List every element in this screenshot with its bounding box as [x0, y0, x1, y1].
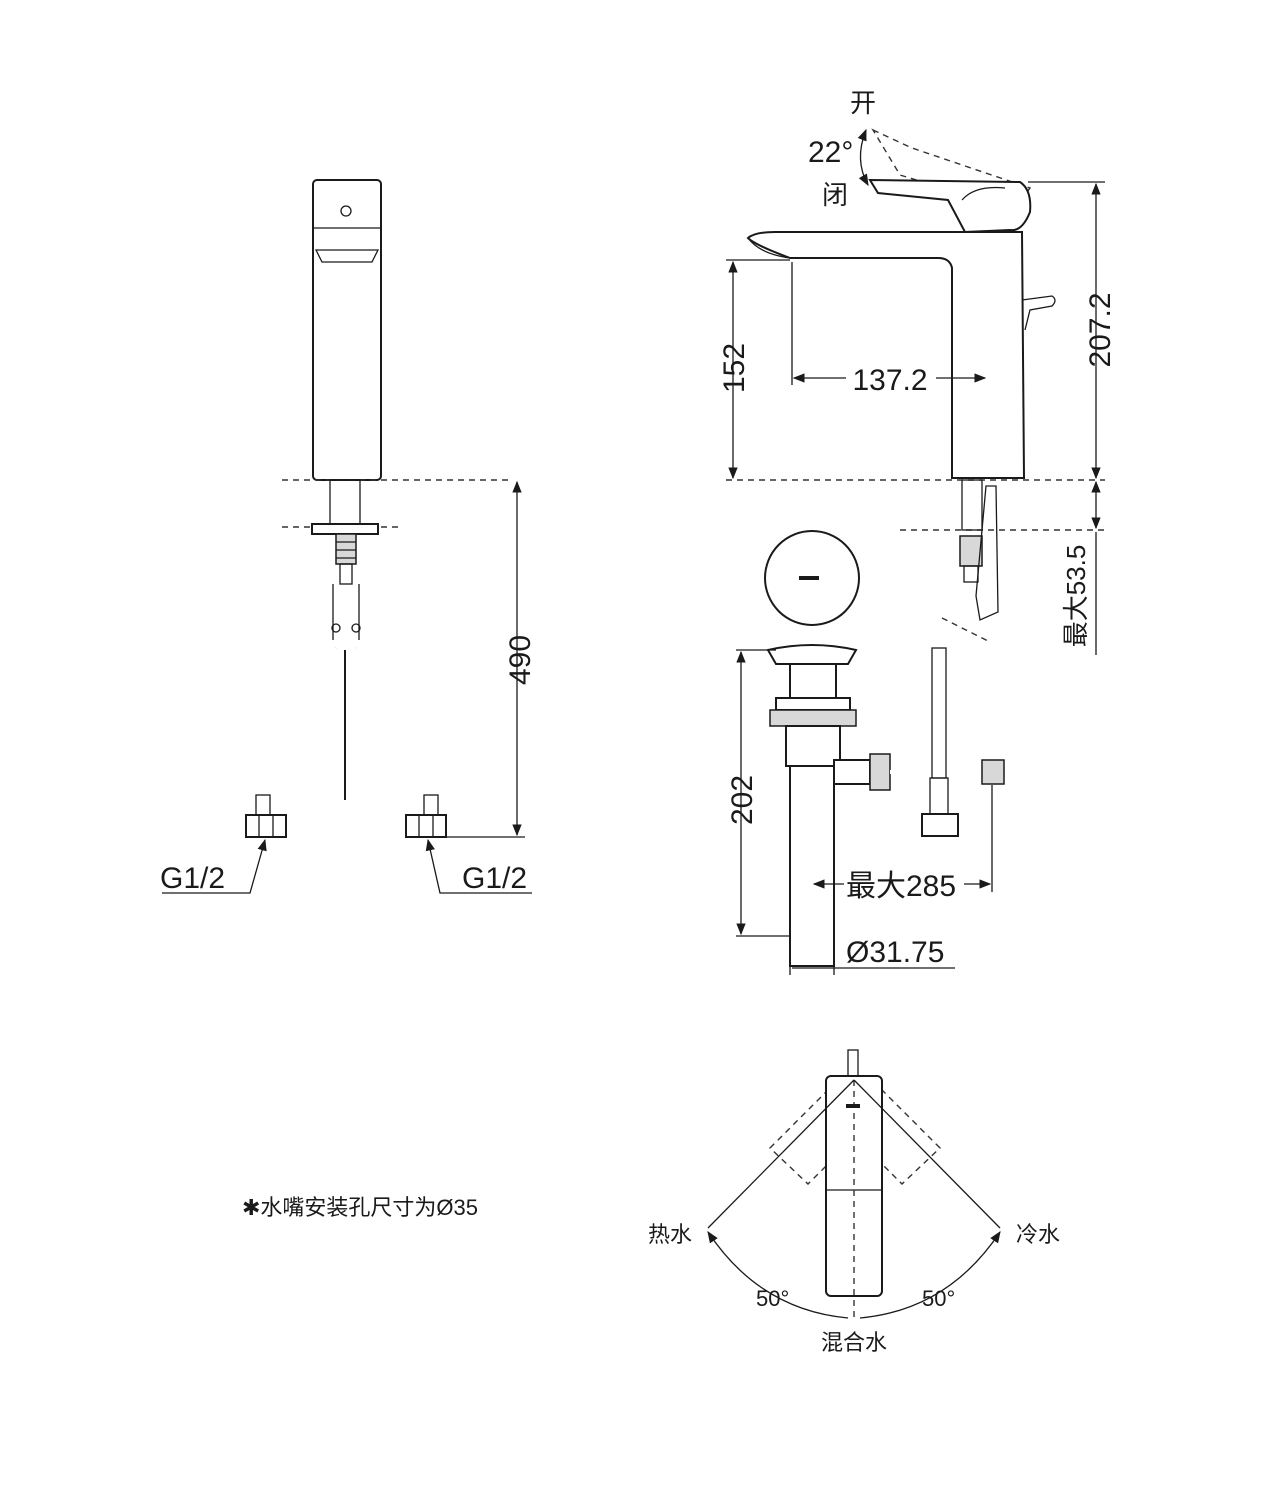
thread-left-label: G1/2 — [160, 862, 225, 895]
right-hose-nut — [405, 814, 447, 838]
dim-max-thickness: 最大53.5 — [1061, 545, 1091, 648]
top-view: 热水 冷水 50° 50° 混合水 — [648, 1049, 1060, 1355]
indicator-dot-icon — [340, 205, 352, 217]
faucet-handle — [868, 178, 1032, 234]
angle-open-label: 22° — [808, 136, 853, 169]
dim-drain-height: 202 — [726, 775, 759, 825]
mounting-plate — [311, 523, 379, 535]
hot-water-label: 热水 — [648, 1222, 692, 1247]
dim-spout-height: 152 — [718, 343, 751, 393]
drain-tailpiece — [789, 765, 835, 967]
side-view: 开 22° 闭 207.2 152 137.2 最大53.5 — [718, 88, 1117, 801]
faucet-body-top — [825, 1075, 883, 1297]
thread-right-label: G1/2 — [462, 862, 527, 895]
left-hose-nut — [245, 814, 287, 838]
pop-up-lever — [1021, 295, 1056, 331]
dim-drain-diameter: Ø31.75 — [846, 936, 944, 969]
faucet-body-front — [312, 179, 382, 481]
cold-water-label: 冷水 — [1016, 1222, 1060, 1247]
angle-left-label: 50° — [756, 1286, 789, 1311]
dim-total-height: 207.2 — [1084, 292, 1117, 367]
front-view: G1/2 G1/2 490 — [160, 179, 537, 895]
mounting-nut — [335, 533, 357, 565]
closed-label: 闭 — [822, 180, 848, 210]
angle-right-label: 50° — [922, 1286, 955, 1311]
dim-drain-reach: 最大285 — [846, 870, 956, 903]
install-hole-note: ✱水嘴安装孔尺寸为Ø35 — [242, 1195, 478, 1220]
mixed-water-label: 混合水 — [821, 1330, 887, 1355]
faucet-body-side — [746, 231, 1026, 479]
drain-view: 202 最大285 Ø31.75 — [726, 530, 1125, 975]
open-label: 开 — [850, 88, 876, 118]
drain-head — [766, 644, 858, 665]
dim-spout-reach: 137.2 — [852, 364, 927, 397]
dim-hose-length: 490 — [504, 635, 537, 685]
